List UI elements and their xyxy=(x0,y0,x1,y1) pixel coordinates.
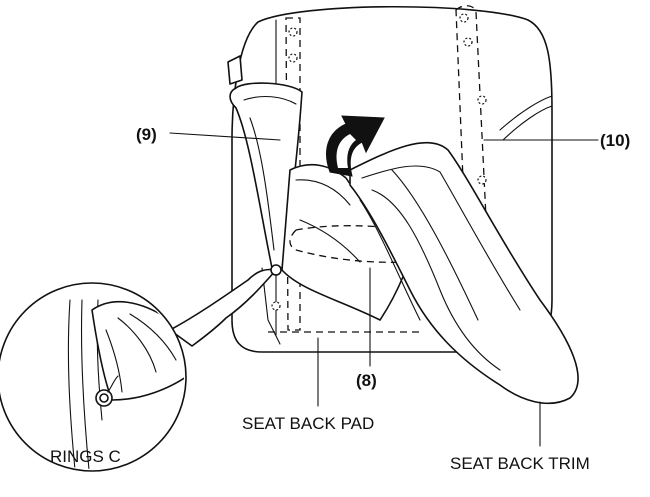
seat-back-trim-fold xyxy=(349,141,579,405)
label-seat-back-pad: SEAT BACK PAD xyxy=(242,414,374,433)
right-side-seam xyxy=(499,95,553,131)
label-rings-c: RINGS C xyxy=(50,447,121,466)
callout-line-9 xyxy=(169,132,281,141)
callout-10: (10) xyxy=(600,131,630,150)
label-seat-back-trim: SEAT BACK TRIM xyxy=(450,454,590,473)
ring-location-marker xyxy=(270,264,282,276)
left-frame-bar xyxy=(285,17,301,331)
callout-9: (9) xyxy=(136,125,157,144)
callout-8: (8) xyxy=(356,371,377,390)
detail-leader xyxy=(169,268,277,347)
